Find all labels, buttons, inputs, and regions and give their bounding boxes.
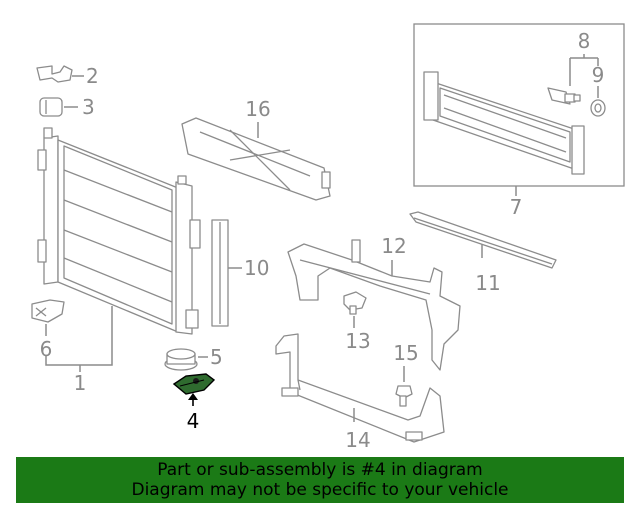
part-9-seal[interactable] <box>590 99 606 117</box>
callout-8: 8 <box>578 29 591 53</box>
part-1-radiator[interactable] <box>37 127 201 335</box>
part-16-baffle[interactable] <box>181 117 331 201</box>
part-4-highlighted[interactable] <box>172 373 216 395</box>
callout-15: 15 <box>393 341 418 365</box>
part-2-clip[interactable] <box>36 65 73 83</box>
part-15-push-clip[interactable] <box>395 385 413 407</box>
callout-4: 4 <box>187 409 200 433</box>
callout-3: 3 <box>82 95 95 119</box>
callout-9: 9 <box>592 63 605 87</box>
banner-line-2: Diagram may not be specific to your vehi… <box>131 480 509 500</box>
part-14-lower-bracket[interactable] <box>275 333 445 443</box>
inset-box <box>413 23 625 187</box>
callout-11: 11 <box>475 271 500 295</box>
callout-1: 1 <box>74 371 87 395</box>
part-7-cooler[interactable] <box>423 71 585 175</box>
callout-13: 13 <box>345 329 370 353</box>
part-10-seal-strip[interactable] <box>211 219 229 327</box>
info-banner: Part or sub-assembly is #4 in diagram Di… <box>16 457 624 503</box>
arrowhead-4 <box>188 393 198 400</box>
callout-5: 5 <box>210 345 223 369</box>
callout-16: 16 <box>245 97 270 121</box>
banner-line-1: Part or sub-assembly is #4 in diagram <box>157 460 483 480</box>
callout-12: 12 <box>381 234 406 258</box>
part-13-bolt[interactable] <box>343 291 367 315</box>
part-3-insulator[interactable] <box>39 97 63 117</box>
part-8-sensor[interactable] <box>547 87 581 105</box>
callout-6: 6 <box>40 337 53 361</box>
callout-2: 2 <box>86 64 99 88</box>
part-11-seal[interactable] <box>409 211 557 269</box>
callout-10: 10 <box>244 256 269 280</box>
callout-7: 7 <box>510 195 523 219</box>
part-6-mount[interactable] <box>31 299 65 323</box>
part-12-bracket[interactable] <box>287 239 461 371</box>
part-5-grommet[interactable] <box>164 348 198 371</box>
callout-14: 14 <box>345 428 370 452</box>
